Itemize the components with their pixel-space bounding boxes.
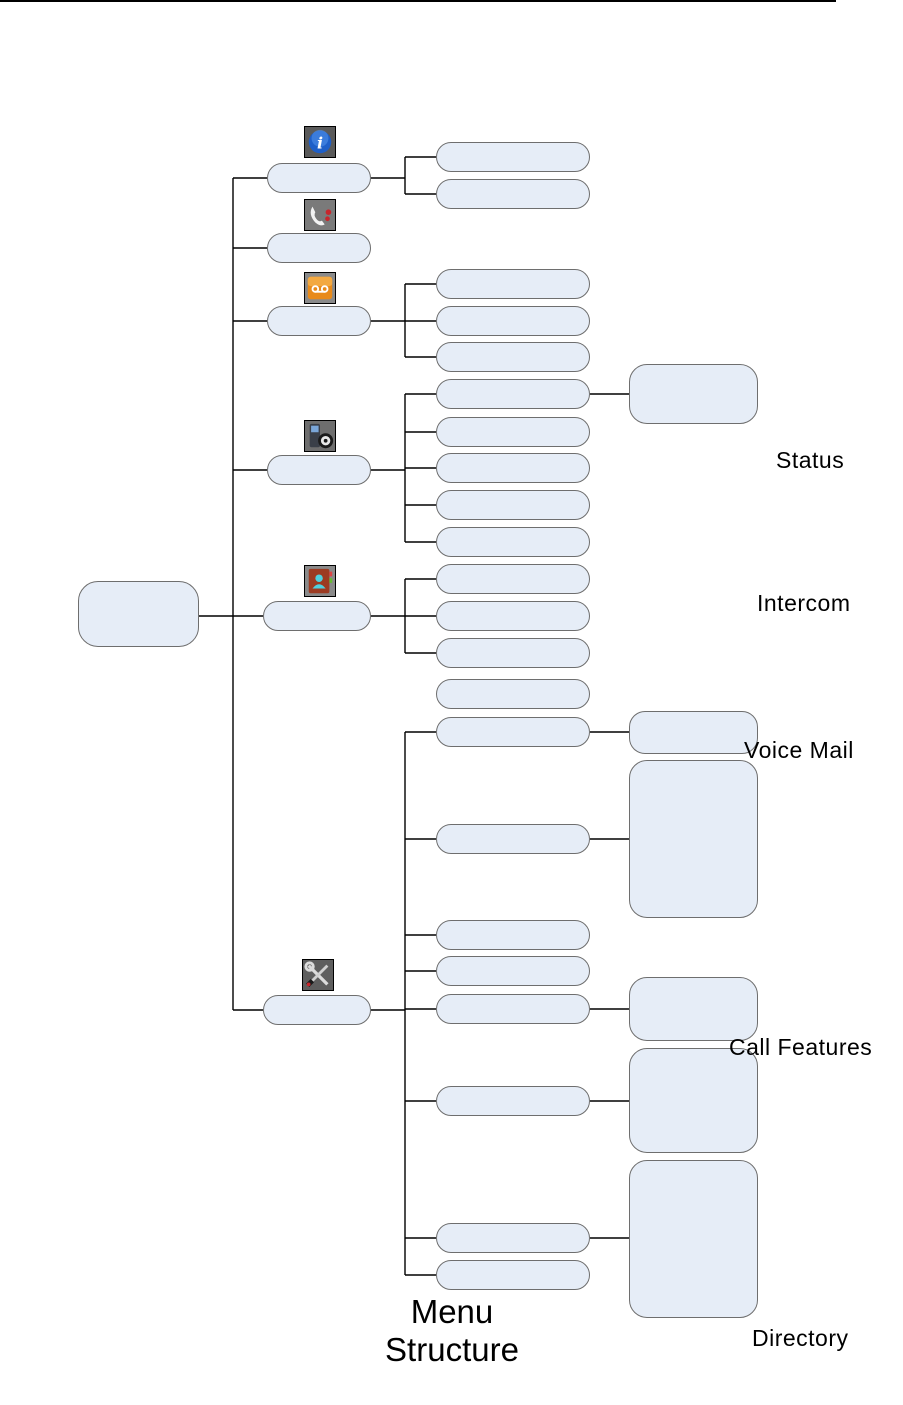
- child-node-directory[interactable]: [436, 564, 590, 594]
- detail-node-call-features[interactable]: [629, 364, 758, 424]
- child-node-settings[interactable]: [436, 994, 590, 1024]
- child-node-directory[interactable]: [436, 638, 590, 668]
- branch-node-intercom[interactable]: [267, 233, 371, 263]
- branch-node-voice-mail[interactable]: [267, 306, 371, 336]
- voicemail-icon: [304, 272, 336, 304]
- child-node-voice-mail[interactable]: [436, 342, 590, 372]
- child-node-call-features[interactable]: [436, 379, 590, 409]
- child-node-status[interactable]: [436, 179, 590, 209]
- child-node-voice-mail[interactable]: [436, 306, 590, 336]
- address-book-icon: [304, 565, 336, 597]
- child-node-settings[interactable]: [436, 920, 590, 950]
- diagram-title-line-2: Structure: [385, 1331, 519, 1368]
- section-label-call-features: Call Features: [729, 1034, 873, 1060]
- child-node-settings[interactable]: [436, 824, 590, 854]
- child-node-call-features[interactable]: [436, 417, 590, 447]
- detail-node-settings[interactable]: [629, 1160, 758, 1318]
- detail-node-settings[interactable]: [629, 1048, 758, 1153]
- child-node-voice-mail[interactable]: [436, 269, 590, 299]
- section-label-status: Status: [776, 447, 845, 473]
- section-label-intercom: Intercom: [757, 590, 851, 616]
- child-node-status[interactable]: [436, 142, 590, 172]
- child-node-call-features[interactable]: [436, 527, 590, 557]
- phone-settings-icon: [304, 420, 336, 452]
- detail-node-settings[interactable]: [629, 760, 758, 918]
- child-node-call-features[interactable]: [436, 490, 590, 520]
- page-header-rule: [0, 0, 836, 2]
- tools-icon: [302, 959, 334, 991]
- branch-node-call-features[interactable]: [267, 455, 371, 485]
- diagram-title: Menu Structure: [370, 1293, 534, 1369]
- section-label-directory: Directory: [752, 1325, 849, 1351]
- child-node-settings[interactable]: [436, 717, 590, 747]
- branch-node-status[interactable]: [267, 163, 371, 193]
- child-node-settings[interactable]: [436, 1260, 590, 1290]
- child-node-directory[interactable]: [436, 601, 590, 631]
- root-node[interactable]: [78, 581, 199, 647]
- child-node-settings[interactable]: [436, 956, 590, 986]
- intercom-phone-icon: [304, 199, 336, 231]
- child-node-settings[interactable]: [436, 679, 590, 709]
- diagram-title-line-1: Menu: [410, 1293, 494, 1330]
- section-label-voice-mail: Voice Mail: [744, 737, 854, 763]
- svg-text:i: i: [317, 134, 323, 153]
- branch-node-settings[interactable]: [263, 995, 371, 1025]
- info-icon: i: [304, 126, 336, 158]
- detail-node-settings[interactable]: [629, 977, 758, 1041]
- child-node-settings[interactable]: [436, 1223, 590, 1253]
- branch-node-directory[interactable]: [263, 601, 371, 631]
- child-node-settings[interactable]: [436, 1086, 590, 1116]
- detail-node-settings[interactable]: [629, 711, 758, 754]
- child-node-call-features[interactable]: [436, 453, 590, 483]
